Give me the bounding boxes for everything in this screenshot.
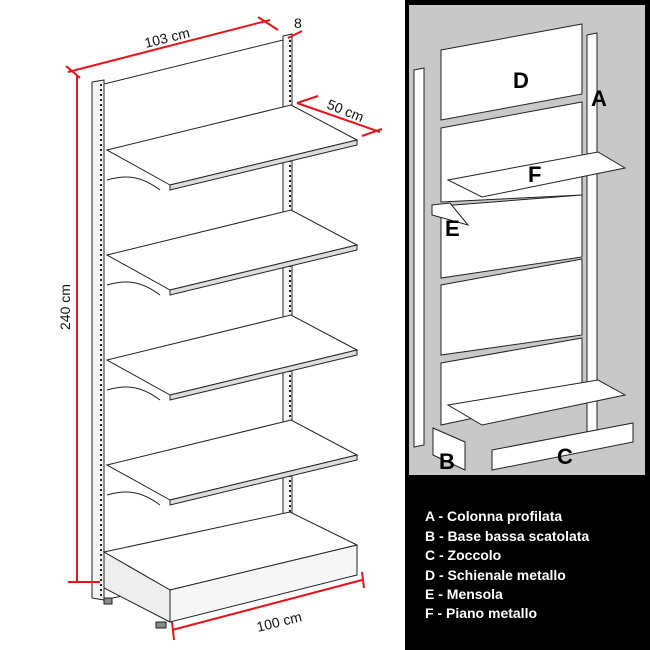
shelf-f [446,151,627,198]
part-label-d: D [513,68,529,93]
part-label-e: E [445,216,460,241]
base-shelf [446,379,627,426]
upright-depth-label: 8 [294,15,302,31]
panel-d [440,23,583,121]
left-upright [91,79,105,601]
legend-item: B - Base bassa scatolata [425,528,589,544]
upright [413,67,425,448]
shelf-bracket [106,491,161,506]
legend-item: E - Mensola [425,586,503,602]
base-width-label: 100 cm [255,608,303,635]
legend-item: A - Colonna profilata [425,508,562,524]
foot [155,621,167,629]
shelf-front-edge [169,454,358,506]
part-label-c: C [557,444,573,469]
legend-item: C - Zoccolo [425,547,501,563]
exploded-parts [413,23,634,471]
part-label-a: A [591,86,607,111]
dimension-lines [65,16,383,641]
panel [440,194,583,279]
shelf-front-edge [169,244,358,296]
bracket-e [431,202,470,226]
shelf-front-edge [169,349,358,401]
shelf-front-edge [169,139,358,191]
assembled-shelf [91,33,359,629]
panel [440,258,583,356]
foot [103,597,113,605]
part-label-b: B [439,449,455,474]
shelf-bracket [106,281,161,296]
legend-item: D - Schienale metallo [425,567,566,583]
base-plinth [169,544,358,623]
plinth-c [491,422,634,471]
part-label-f: F [528,162,541,187]
legend: A - Colonna profilata B - Base bassa sca… [425,508,589,621]
height-label: 240 cm [57,284,73,330]
shelf-bracket [106,386,161,401]
legend-item: F - Piano metallo [425,605,537,621]
shelf-bracket [106,176,161,191]
base-b [432,427,466,471]
